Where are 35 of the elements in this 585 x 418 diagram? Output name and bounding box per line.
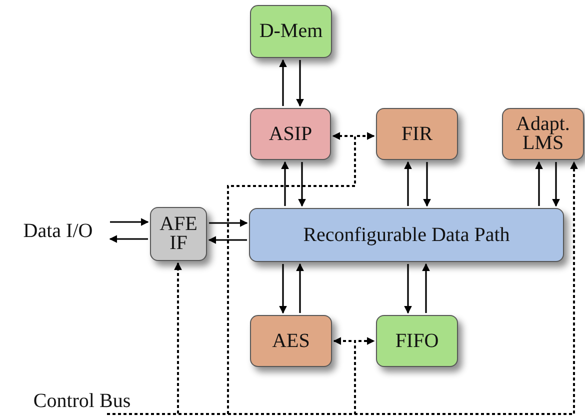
arrow xyxy=(552,162,560,207)
arrow xyxy=(296,60,304,107)
crypto-block xyxy=(250,315,332,367)
memory-block xyxy=(250,5,332,58)
arrow xyxy=(279,59,287,106)
arrow xyxy=(535,161,543,206)
buffer-block xyxy=(376,315,458,367)
data-path-block xyxy=(249,208,564,262)
arrow xyxy=(279,264,287,314)
block-label: AES xyxy=(272,332,310,350)
arrow xyxy=(404,161,412,206)
arrow xyxy=(423,162,431,207)
arrow xyxy=(296,263,304,313)
arrow xyxy=(209,219,248,227)
arrow xyxy=(422,263,430,313)
block-label: ASIP xyxy=(268,124,312,144)
block-label: D-Mem xyxy=(259,22,323,41)
block-label: FIFO xyxy=(395,332,439,350)
io-label: Data I/O xyxy=(23,222,93,240)
arrow xyxy=(109,235,148,243)
arrow xyxy=(208,236,247,244)
bus-label: Control Bus xyxy=(33,392,131,410)
block-label: Reconfigurable Data Path xyxy=(303,226,510,244)
block-label: FIR xyxy=(401,124,433,144)
interface-block xyxy=(150,207,207,261)
filter-block xyxy=(376,108,458,160)
arrow xyxy=(281,161,289,206)
arrow xyxy=(110,218,149,226)
processor-block xyxy=(250,108,331,160)
arrow xyxy=(298,162,306,207)
arrow xyxy=(404,264,412,314)
filter-block xyxy=(502,108,584,160)
block-label: Adapt. LMS xyxy=(515,115,571,153)
block-label: AFE IF xyxy=(158,215,198,253)
control-line xyxy=(106,161,578,415)
